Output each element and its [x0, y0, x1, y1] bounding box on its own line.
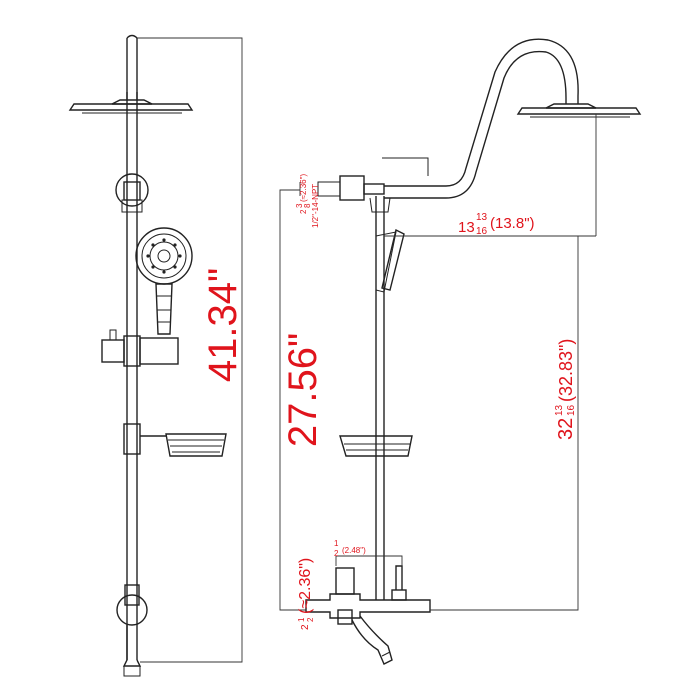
- left-front-view: 41.34": [68, 34, 245, 677]
- svg-text:13: 13: [458, 219, 475, 236]
- svg-text:(13.8"): (13.8"): [490, 215, 535, 232]
- svg-text:2: 2: [299, 209, 308, 214]
- svg-text:1: 1: [297, 617, 306, 622]
- right-rail-height-dimension-line: [279, 189, 306, 611]
- right-valve-spacing-label: 1 2 (2.48"): [334, 539, 366, 558]
- right-soap-dish: [339, 435, 413, 457]
- left-bottom-inlet: [116, 584, 148, 677]
- right-rain-shower-head: [516, 103, 642, 118]
- svg-text:2: 2: [300, 624, 311, 630]
- svg-text:1/2"-14-NPT: 1/2"-14-NPT: [311, 184, 320, 228]
- left-total-height-label: 41.34": [201, 268, 245, 382]
- left-hand-shower: [135, 227, 193, 335]
- svg-text:(32.83"): (32.83"): [556, 339, 576, 402]
- left-hand-shower-holder: [101, 329, 179, 367]
- svg-text:(≈2.36"): (≈2.36"): [299, 174, 308, 202]
- svg-text:2: 2: [334, 549, 339, 558]
- right-gooseneck-arm: [384, 38, 579, 187]
- left-soap-dish: [123, 423, 227, 457]
- left-rain-shower-head: [68, 99, 194, 114]
- left-shower-arm: [126, 92, 138, 100]
- svg-text:2: 2: [306, 617, 315, 622]
- right-arm-length-label: 13 13 16 (13.8"): [458, 212, 535, 237]
- svg-text:(2.48"): (2.48"): [342, 546, 366, 555]
- right-rail-height-label: 27.56": [281, 333, 325, 447]
- right-hand-shower: [375, 228, 405, 293]
- left-upper-wall-bracket: [115, 173, 149, 213]
- svg-text:8: 8: [303, 203, 312, 208]
- svg-text:16: 16: [566, 404, 577, 416]
- left-height-dimension-line: [137, 37, 243, 663]
- svg-text:13: 13: [554, 404, 565, 416]
- svg-text:3: 3: [295, 203, 304, 208]
- right-overall-height-label: 32 13 16 (32.83"): [554, 339, 577, 440]
- svg-text:13: 13: [476, 212, 488, 223]
- right-top-connector: [317, 157, 429, 213]
- svg-text:32: 32: [555, 418, 577, 440]
- svg-text:(≈2.36"): (≈2.36"): [297, 558, 314, 614]
- right-mixing-valve: [305, 565, 431, 665]
- right-valve-spacing-dimension-line: [335, 555, 403, 566]
- right-overall-height-dimension-line: [430, 114, 597, 611]
- right-slide-rail: [375, 196, 385, 600]
- right-bottom-offset-label: 2 1 2 (≈2.36"): [297, 558, 315, 630]
- svg-text:1: 1: [334, 539, 339, 548]
- right-top-connector-label: 2 3 8 (≈2.36") 1/2"-14-NPT: [295, 174, 320, 228]
- left-slide-rail: [126, 38, 138, 660]
- svg-text:16: 16: [476, 226, 488, 237]
- right-side-view: 27.56" 32 13 16 (32.83") 13 13 16 (13.8"…: [279, 38, 642, 665]
